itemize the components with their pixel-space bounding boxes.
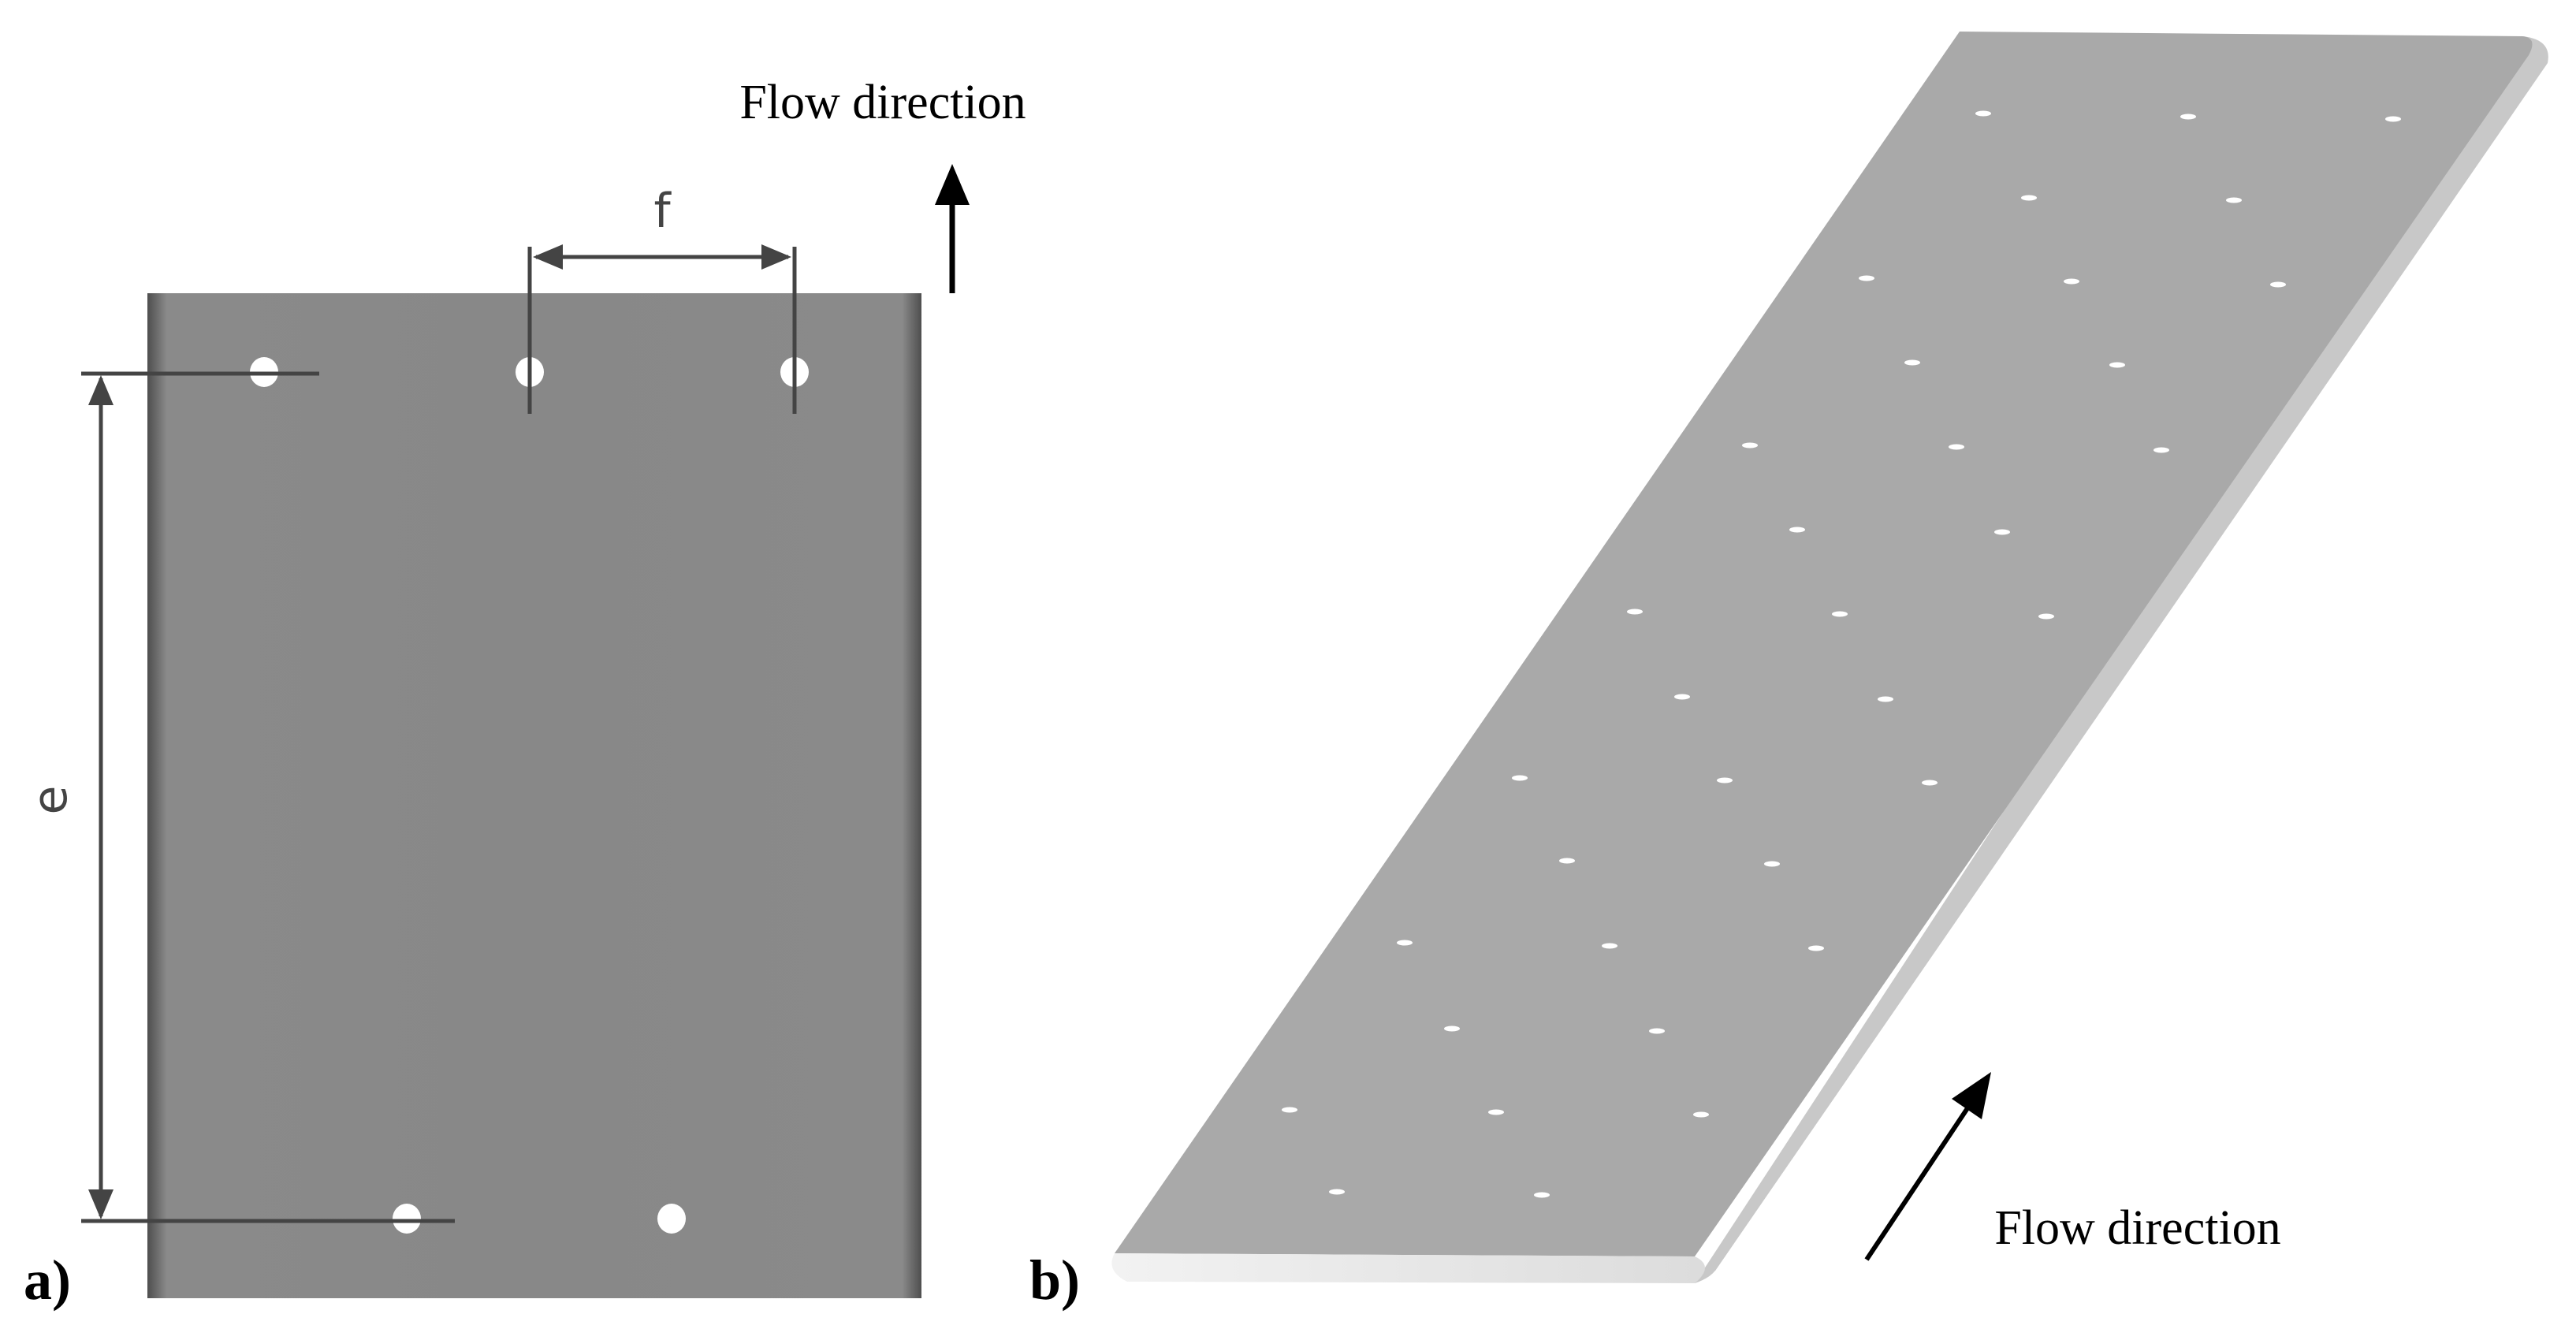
hole [2109,362,2125,368]
dimension-e-arrowhead-bottom [88,1189,114,1219]
hole [1444,1025,1460,1032]
flow-direction-arrow-b [1864,1072,1991,1261]
hole [1397,940,1413,946]
hole [1904,359,1920,366]
hole [1512,775,1528,781]
dimension-f-arrowhead-right [761,244,791,270]
dimension-e [81,371,455,1223]
hole [1534,1192,1550,1198]
panel-b: Flow direction b) [1029,32,2548,1312]
hole [1488,1109,1504,1115]
hole [2021,195,2037,201]
hole [2064,278,2079,285]
hole [1717,777,1733,784]
dimension-e-label: e [23,786,78,815]
hole [393,1204,421,1234]
hole [2385,116,2401,122]
panel-label-b: b) [1029,1249,1080,1312]
hole [1994,529,2010,535]
hole [1602,943,1617,949]
hole [1878,696,1893,702]
hole [1649,1028,1665,1034]
hole [1559,858,1575,864]
hole [2226,197,2242,203]
plate-front-edge [1111,1253,1705,1283]
hole [1922,780,1938,786]
hole [1789,527,1805,533]
hole [657,1204,686,1234]
hole [1975,110,1991,117]
hole [2270,281,2286,288]
panel-label-a: a) [24,1249,71,1312]
hole [1674,694,1690,700]
hole [1693,1111,1709,1118]
dimension-f-label: f [653,184,672,239]
flow-direction-arrow-a [935,164,970,293]
dimension-f [527,244,797,414]
hole [1949,444,1964,450]
dimension-f-arrowhead-left [533,244,563,270]
hole [1808,945,1824,951]
hole [2180,114,2196,120]
hole [1859,275,1874,281]
plate-holes-top-view [250,357,809,1234]
plate-top-view [147,293,921,1298]
plate-holes-perspective [1282,110,2401,1198]
plate-top-surface [1115,32,2533,1256]
flow-direction-label-a: Flow direction [739,76,1026,129]
hole [1282,1107,1297,1113]
hole [1742,442,1758,449]
flow-direction-label-b: Flow direction [1994,1201,2280,1255]
dimension-e-arrowhead-top [88,375,114,405]
hole [2038,613,2054,620]
hole [1329,1189,1345,1195]
plate-side-highlight [1695,36,2548,1283]
hole [1832,611,1848,617]
hole [2153,447,2169,453]
panel-a: f e Flow direction a) [23,76,1026,1312]
hole [1627,609,1643,615]
hole [1764,861,1780,867]
